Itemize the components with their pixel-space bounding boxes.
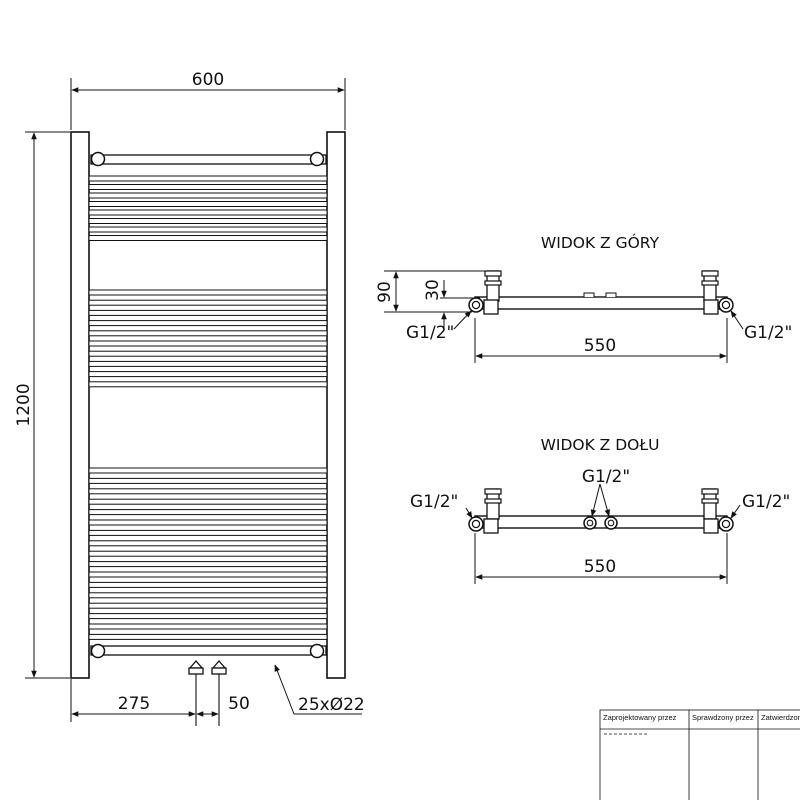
horizontal-tube	[88, 299, 328, 306]
title-block-approved-by: Zatwierdzon	[761, 713, 800, 722]
top-view-title: WIDOK Z GÓRY	[541, 233, 660, 252]
horizontal-tube	[88, 477, 328, 484]
valve-right	[211, 660, 227, 726]
top-offset-label: 30	[423, 279, 443, 301]
horizontal-tube	[88, 209, 328, 216]
front-height-label: 1200	[14, 383, 34, 426]
right-rail	[326, 131, 346, 679]
horizontal-tube	[88, 226, 328, 233]
bottom-left-cap	[90, 643, 106, 659]
horizontal-tube	[88, 529, 328, 536]
horizontal-tube	[88, 381, 328, 388]
top-view-right-fitting	[701, 270, 734, 315]
horizontal-tube	[88, 330, 328, 337]
bottom-connection-right-label: G1/2"	[742, 492, 790, 512]
left-rail	[70, 131, 90, 679]
top-view-left-fitting	[468, 270, 502, 315]
title-block: Zaprojektowany przez Sprawdzony przez Za…	[599, 709, 800, 800]
horizontal-tube	[88, 320, 328, 327]
title-block-designed-by: Zaprojektowany przez	[603, 713, 677, 722]
bottom-bar	[90, 645, 327, 656]
top-view-valve-stubs	[583, 292, 617, 297]
horizontal-tube	[88, 592, 328, 599]
front-view: 600 1200 275 50 25xØ22	[14, 70, 365, 726]
horizontal-tube	[88, 550, 328, 557]
horizontal-tube	[88, 467, 328, 474]
horizontal-tube	[88, 633, 328, 640]
bottom-view-tube	[474, 515, 728, 529]
horizontal-tube	[88, 623, 328, 630]
bottom-view-right-fitting	[701, 488, 734, 534]
bottom-view-title: WIDOK Z DOŁU	[541, 436, 660, 454]
bottom-view-center-connections	[583, 516, 618, 530]
top-depth-label: 90	[375, 281, 395, 303]
bottom-width-label: 550	[584, 557, 616, 577]
horizontal-tube	[88, 350, 328, 357]
top-right-cap	[309, 151, 325, 167]
top-connection-left-label: G1/2"	[406, 323, 454, 343]
front-offset-label: 275	[118, 694, 150, 714]
top-left-cap	[90, 151, 106, 167]
front-spacing-label: 50	[228, 694, 250, 714]
bottom-connection-left-label: G1/2"	[410, 492, 458, 512]
horizontal-tube	[88, 613, 328, 620]
horizontal-tube	[88, 540, 328, 547]
horizontal-tube	[88, 192, 328, 199]
top-bar	[90, 154, 327, 165]
horizontal-tube	[88, 371, 328, 378]
horizontal-tube	[88, 235, 328, 241]
top-view: WIDOK Z GÓRY 90	[375, 233, 792, 363]
front-width-label: 600	[192, 70, 224, 90]
horizontal-tube	[88, 184, 328, 190]
horizontal-tube	[88, 498, 328, 505]
horizontal-tube	[88, 309, 328, 316]
front-tubes-label: 25xØ22	[298, 695, 365, 715]
title-block-checked-by: Sprawdzony przez	[692, 713, 754, 722]
horizontal-tube	[88, 488, 328, 495]
bottom-view: WIDOK Z DOŁU G1/2"	[410, 436, 790, 584]
horizontal-tubes	[88, 175, 328, 640]
horizontal-tube	[88, 218, 328, 224]
valve-left	[188, 660, 204, 726]
top-width-label: 550	[584, 336, 616, 356]
horizontal-tube	[88, 360, 328, 367]
horizontal-tube	[88, 561, 328, 568]
top-view-tube	[474, 296, 728, 310]
horizontal-tube	[88, 509, 328, 516]
horizontal-tube	[88, 602, 328, 609]
horizontal-tube	[88, 201, 328, 207]
horizontal-tube	[88, 571, 328, 578]
horizontal-tube	[88, 175, 328, 182]
horizontal-tube	[88, 289, 328, 296]
horizontal-tube	[88, 519, 328, 526]
horizontal-tube	[88, 581, 328, 588]
top-connection-right-label: G1/2"	[744, 323, 792, 343]
horizontal-tube	[88, 340, 328, 347]
bottom-view-left-fitting	[468, 488, 502, 534]
bottom-right-cap	[309, 643, 325, 659]
bottom-connection-center-label: G1/2"	[582, 467, 630, 487]
